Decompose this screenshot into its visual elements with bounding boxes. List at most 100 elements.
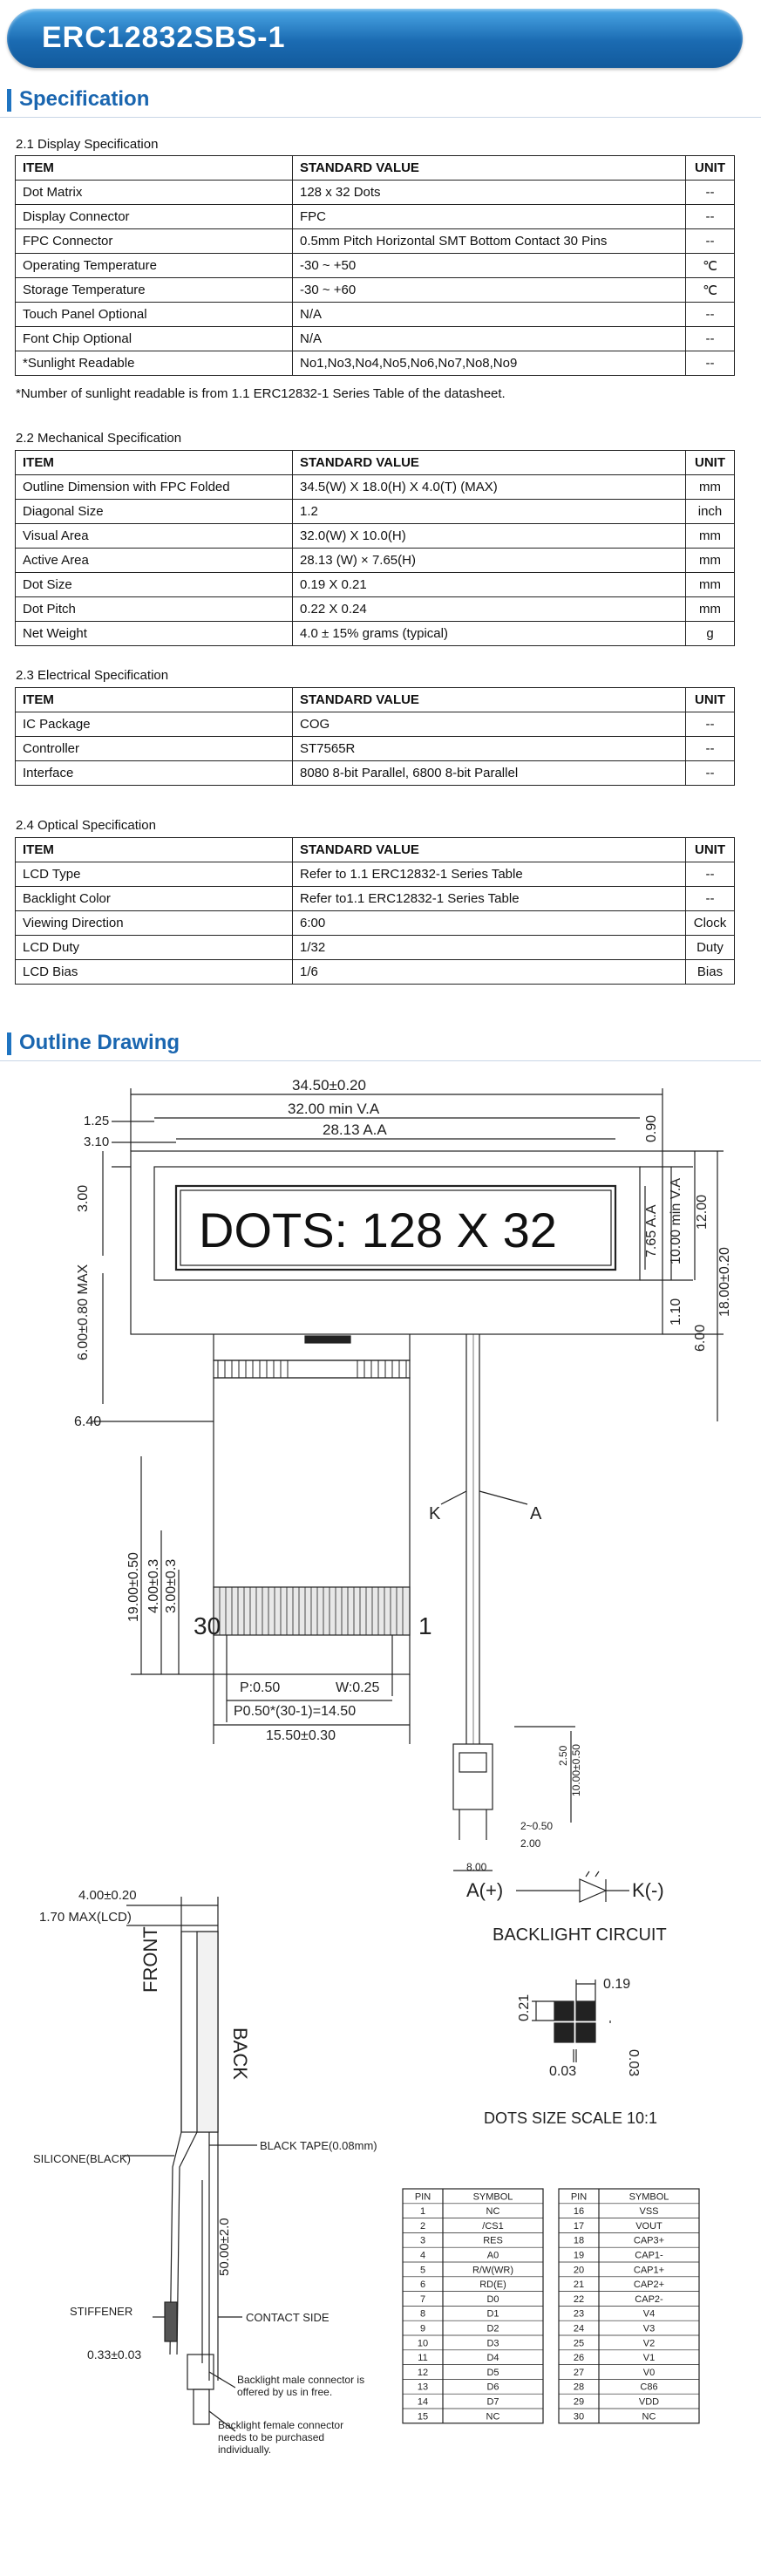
pin-number: 21: [574, 2280, 584, 2290]
pin-number: 7: [420, 2294, 425, 2305]
dim-19: 19.00±0.50: [126, 1552, 141, 1622]
dim-0-03-a: 0.03: [549, 2064, 576, 2079]
item-cell: Touch Panel Optional: [15, 302, 293, 327]
display-spec-caption: 2.1 Display Specification: [16, 137, 159, 152]
item-cell: Diagonal Size: [15, 499, 293, 524]
item-cell: Active Area: [15, 548, 293, 573]
column-header: UNIT: [685, 450, 735, 475]
dim-18: 18.00±0.20: [717, 1247, 732, 1317]
dim-50-00: 50.00±2.0: [217, 2218, 232, 2276]
value-cell: 1/32: [292, 935, 686, 960]
title-bar: ERC12832SBS-1: [7, 9, 743, 68]
pin-number: 16: [574, 2206, 584, 2217]
pin-number: 15: [418, 2411, 428, 2422]
stiffener-label: STIFFENER: [70, 2305, 132, 2318]
pin-symbol: D1: [486, 2309, 499, 2320]
unit-cell: Duty: [685, 935, 735, 960]
dim-overall-width: 34.50±0.20: [292, 1077, 366, 1094]
pin-number: 4: [420, 2251, 425, 2261]
divider: [0, 117, 761, 118]
value-cell: 6:00: [292, 910, 686, 936]
column-header: STANDARD VALUE: [292, 450, 686, 475]
dim-2-50: 2.50: [557, 1745, 569, 1766]
value-cell: 0.22 X 0.24: [292, 596, 686, 622]
pin-symbol: CAP3+: [634, 2236, 664, 2246]
pin-symbol: CAP2-: [635, 2294, 663, 2305]
pin-symbol: CAP1-: [635, 2251, 663, 2261]
value-cell: 28.13 (W) × 7.65(H): [292, 548, 686, 573]
unit-cell: --: [685, 204, 735, 229]
dim-width: W:0.25: [336, 1680, 380, 1695]
pin-symbol: V2: [643, 2338, 655, 2348]
unit-cell: mm: [685, 474, 735, 500]
silicone-label: SILICONE(BLACK): [33, 2152, 131, 2165]
item-cell: Outline Dimension with FPC Folded: [15, 474, 293, 500]
pin-table-header: SYMBOL: [473, 2191, 513, 2202]
column-header: ITEM: [15, 155, 293, 181]
item-cell: Dot Pitch: [15, 596, 293, 622]
value-cell: FPC: [292, 204, 686, 229]
value-cell: 1/6: [292, 959, 686, 985]
dim-0-03-b: 0.03: [626, 2049, 641, 2076]
dim-3-10: 3.10: [84, 1135, 109, 1149]
pin-number: 6: [420, 2280, 425, 2290]
value-cell: 0.5mm Pitch Horizontal SMT Bottom Contac…: [292, 228, 686, 254]
unit-cell: --: [685, 712, 735, 737]
unit-cell: mm: [685, 523, 735, 549]
unit-cell: --: [685, 351, 735, 376]
unit-cell: --: [685, 228, 735, 254]
pin-symbol: CAP2+: [634, 2280, 664, 2290]
dim-6-00-max: 6.00±0.80 MAX: [76, 1264, 91, 1360]
item-cell: IC Package: [15, 712, 293, 737]
table-row: Operating Temperature-30 ~ +50℃: [15, 253, 735, 278]
unit-cell: Bias: [685, 959, 735, 985]
value-cell: COG: [292, 712, 686, 737]
backlight-a-label: A(+): [466, 1879, 503, 1901]
pin-number: 26: [574, 2353, 584, 2363]
value-cell: ST7565R: [292, 736, 686, 761]
pin-number: 17: [574, 2221, 584, 2232]
unit-cell: mm: [685, 548, 735, 573]
item-cell: LCD Type: [15, 862, 293, 887]
dim-3-00: 3.00±0.3: [164, 1559, 179, 1613]
column-header: ITEM: [15, 687, 293, 712]
item-cell: Display Connector: [15, 204, 293, 229]
dim-10-va: 10.00 min V.A: [669, 1178, 683, 1264]
pin-number: 30: [574, 2411, 584, 2422]
column-header: STANDARD VALUE: [292, 155, 686, 181]
sunlight-note: *Number of sunlight readable is from 1.1…: [16, 386, 506, 401]
pin-number: 13: [418, 2382, 428, 2393]
pin-number: 27: [574, 2368, 584, 2378]
value-cell: 8080 8-bit Parallel, 6800 8-bit Parallel: [292, 760, 686, 786]
value-cell: 32.0(W) X 10.0(H): [292, 523, 686, 549]
pin-number: 18: [574, 2236, 584, 2246]
product-title: ERC12832SBS-1: [42, 21, 286, 54]
item-cell: Operating Temperature: [15, 253, 293, 278]
column-header: STANDARD VALUE: [292, 837, 686, 862]
outline-heading-text: Outline Drawing: [19, 1031, 180, 1054]
dim-fpc-width: 15.50±0.30: [266, 1728, 336, 1743]
item-cell: LCD Bias: [15, 959, 293, 985]
pin-number: 25: [574, 2338, 584, 2348]
unit-cell: --: [685, 760, 735, 786]
column-header: UNIT: [685, 687, 735, 712]
pin-number: 11: [418, 2353, 427, 2363]
column-header: ITEM: [15, 837, 293, 862]
dim-4-00: 4.00±0.3: [146, 1559, 161, 1613]
value-cell: -30 ~ +60: [292, 277, 686, 303]
dim-pitch: P:0.50: [240, 1680, 280, 1695]
pin-number: 22: [574, 2294, 584, 2305]
pin-symbol: D7: [486, 2397, 499, 2408]
dim-3-00-left: 3.00: [76, 1185, 91, 1212]
heading-marker: [7, 1032, 11, 1055]
pin-number: 14: [418, 2397, 428, 2408]
unit-cell: --: [685, 326, 735, 351]
unit-cell: ℃: [685, 277, 735, 303]
